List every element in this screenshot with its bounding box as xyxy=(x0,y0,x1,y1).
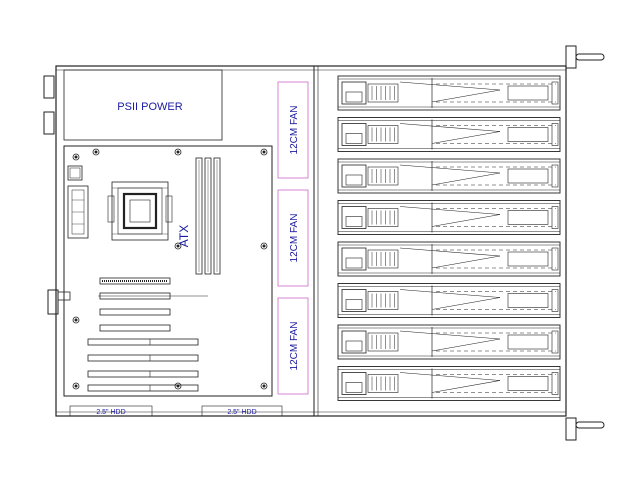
right-rack-ear-bottom xyxy=(565,417,605,441)
left-rack-ear xyxy=(43,75,59,315)
fan-2-label: 12CM FAN xyxy=(289,214,300,263)
cpu-socket xyxy=(107,181,173,241)
drive-bay-tray xyxy=(337,283,561,318)
chassis-outline xyxy=(55,65,567,417)
atx-motherboard xyxy=(57,145,273,397)
drive-bay-tray xyxy=(337,200,561,235)
fan-2: 12CM FAN xyxy=(277,189,309,287)
fan-3-label: 12CM FAN xyxy=(289,322,300,371)
drive-bays xyxy=(337,75,561,401)
drive-bay-tray xyxy=(337,366,561,401)
power-supply: PSII POWER xyxy=(63,69,223,141)
drive-bay-tray xyxy=(337,75,561,111)
hdd-1-label: 2.5" HDD xyxy=(96,409,125,416)
memory-slots xyxy=(195,157,221,275)
fan-1: 12CM FAN xyxy=(277,81,309,179)
drive-bay-tray xyxy=(337,241,561,277)
right-rack-ear-top xyxy=(565,45,605,69)
hdd-1: 2.5" HDD xyxy=(69,405,153,417)
hdd-2-label: 2.5" HDD xyxy=(227,409,256,416)
drive-bay-tray xyxy=(337,117,561,152)
expansion-slots xyxy=(87,292,208,392)
hdd-2: 2.5" HDD xyxy=(201,405,283,417)
power-supply-label: PSII POWER xyxy=(117,101,182,113)
fan-1-label: 12CM FAN xyxy=(289,106,300,155)
motherboard-label: ATX xyxy=(177,225,191,247)
drive-bay-tray xyxy=(337,158,561,194)
drive-bay-tray xyxy=(337,324,561,360)
fan-3: 12CM FAN xyxy=(277,297,309,395)
